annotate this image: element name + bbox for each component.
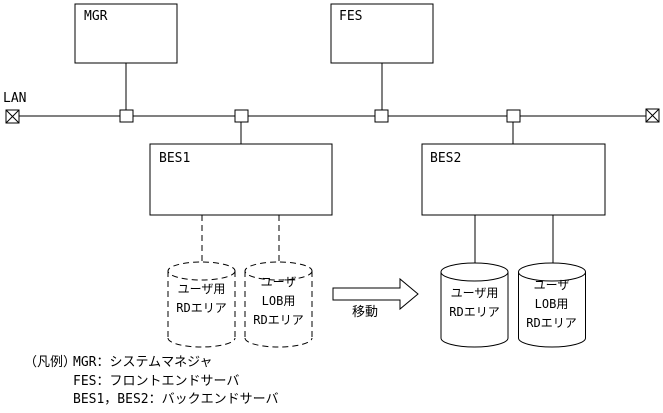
- cylinder-bes2-lob-icon: [518, 262, 586, 348]
- lan-label: LAN: [3, 91, 27, 106]
- lan-terminator-right-icon: [645, 108, 660, 123]
- lan-terminator-left-icon: [5, 109, 20, 124]
- rdarea-line: ユーザ用: [177, 282, 226, 296]
- lan-tap-fes: [374, 109, 389, 123]
- rdarea-line: RDエリア: [176, 301, 227, 315]
- rdarea-bes1-user-label: ユーザ用 RDエリア: [168, 280, 235, 318]
- rdarea-bes2-lob-label: ユーザ LOB用 RDエリア: [518, 276, 585, 333]
- rdarea-line: RDエリア: [253, 313, 304, 327]
- cylinder-bes1-user-icon: [167, 261, 236, 348]
- legend-prefix: （凡例）: [24, 355, 77, 370]
- lan-tap-bes1: [234, 109, 249, 123]
- bes2-box: [421, 143, 606, 216]
- mgr-box: [74, 3, 178, 64]
- legend-item-mgr: MGR：システムマネジャ: [73, 355, 213, 370]
- fes-box: [330, 3, 434, 64]
- rdarea-line: RDエリア: [449, 305, 500, 319]
- legend-item-fes: FES：フロントエンドサーバ: [73, 374, 240, 389]
- cylinder-bes1-lob-icon: [244, 261, 313, 348]
- rdarea-line: LOB用: [534, 297, 569, 311]
- bes2-label: BES2: [430, 151, 462, 166]
- rdarea-line: ユーザ用: [450, 286, 499, 300]
- lan-tap-bes2: [506, 109, 521, 123]
- rdarea-line: ユーザ: [533, 278, 570, 292]
- bes1-label: BES1: [159, 151, 191, 166]
- fes-label: FES: [339, 9, 363, 24]
- legend-item-bes: BES1，BES2：バックエンドサーバ: [73, 392, 279, 407]
- rdarea-line: LOB用: [261, 294, 296, 308]
- move-arrow-icon: [332, 277, 419, 311]
- bes1-box: [149, 143, 333, 216]
- rdarea-line: RDエリア: [526, 316, 577, 330]
- rdarea-bes1-lob-label: ユーザ LOB用 RDエリア: [245, 273, 312, 330]
- rdarea-bes2-user-label: ユーザ用 RDエリア: [441, 284, 508, 322]
- move-arrow-label: 移動: [352, 305, 379, 320]
- mgr-label: MGR: [84, 9, 108, 24]
- rdarea-line: ユーザ: [260, 275, 297, 289]
- cylinder-bes2-user-icon: [440, 262, 509, 348]
- lan-tap-mgr: [119, 109, 134, 123]
